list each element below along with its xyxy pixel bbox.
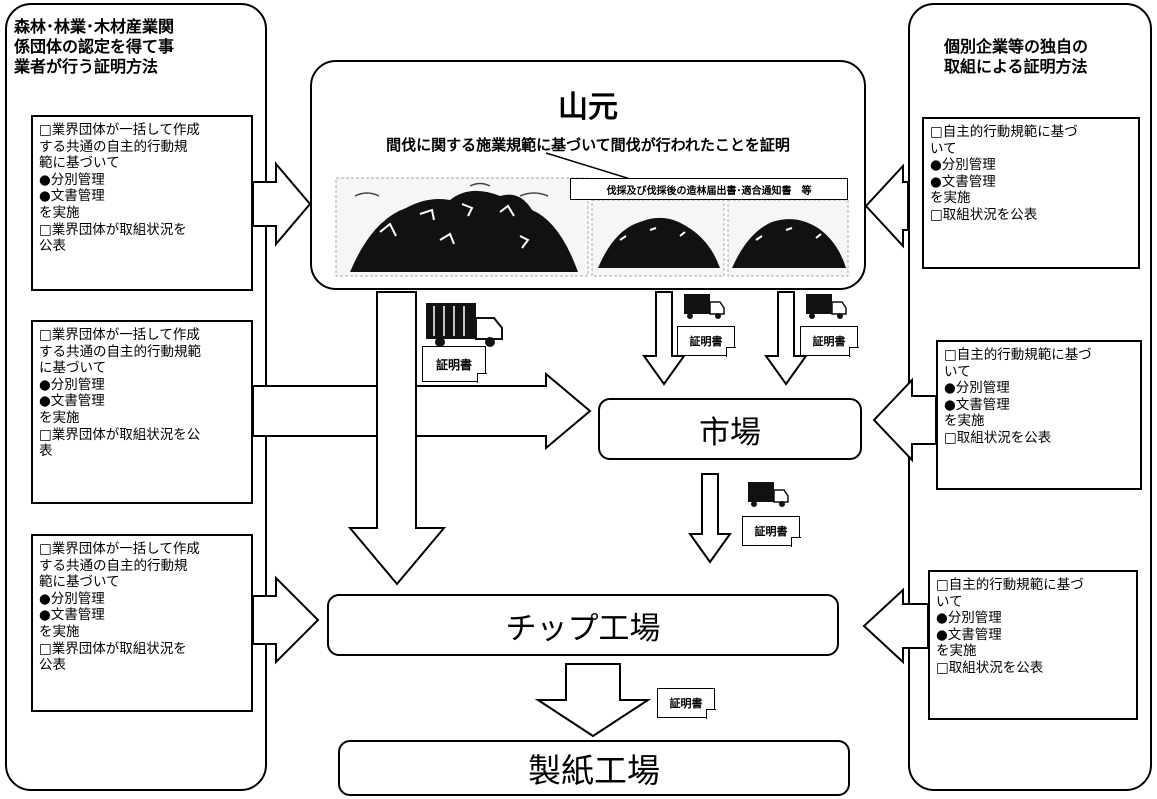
right-title-line: 取組による証明方法 <box>944 57 1088 76</box>
note-line: ●文書管理 <box>39 607 105 624</box>
note-line: 範に基づいて <box>39 155 120 172</box>
forest-highlights-middle <box>619 227 686 241</box>
note-line: □取組状況を公表 <box>944 429 1052 446</box>
note-line: ●分別管理 <box>39 590 105 607</box>
note-line: ●文書管理 <box>39 393 105 410</box>
arrow-yamamoto-to-market-1 <box>642 291 686 386</box>
right-panel-title: 個別企業等の独自の 取組による証明方法 <box>944 37 1088 77</box>
arrow-yamamoto-to-chip <box>347 291 447 586</box>
right-note-box-2: □自主的行動規範に基づ いて ●分別管理 ●文書管理 を実施 □取組状況を公表 <box>936 340 1142 490</box>
arrow-chip-to-paper <box>534 663 652 738</box>
paper-mill-box: 製紙工場 <box>338 740 850 796</box>
left-note-box-1: □業界団体が一括して作成 する共通の自主的行動規 範に基づいて ●分別管理 ●文… <box>31 115 253 291</box>
note-line: に基づいて <box>39 360 107 377</box>
arrow-market-to-chip <box>688 473 732 564</box>
chip-factory-label: チップ工場 <box>505 610 661 647</box>
note-line: □業界団体が取組状況を公 <box>39 426 201 443</box>
forest-hill-large <box>350 190 578 272</box>
note-line: ●分別管理 <box>936 610 1002 627</box>
note-line: いて <box>944 363 971 380</box>
cloud-lines <box>354 182 549 197</box>
truck-icon <box>426 303 503 347</box>
note-line: □業界団体が取組状況を <box>39 640 187 657</box>
left-title-line: 業者が行う証明方法 <box>14 57 159 76</box>
certificate-document: 証明書 <box>800 326 859 357</box>
note-line: 表 <box>39 443 53 460</box>
arrow-right-to-market <box>872 377 937 463</box>
certificate-label: 証明書 <box>689 335 723 348</box>
chip-factory-box: チップ工場 <box>327 594 839 656</box>
arrow-left-to-chip <box>252 575 320 665</box>
note-line: ●文書管理 <box>944 396 1010 413</box>
arrow-left-to-market <box>252 371 592 451</box>
note-line: いて <box>936 593 963 610</box>
note-line: する共通の自主的行動規範 <box>39 343 201 360</box>
arrow-right-to-chip <box>862 587 929 665</box>
yamamoto-subtitle: 間伐に関する施業規範に基づいて間伐が行われたことを証明 <box>386 136 790 154</box>
paper-mill-label: 製紙工場 <box>528 751 660 790</box>
yamamoto-title: 山元 <box>558 90 618 125</box>
arrow-left-to-yamamoto <box>252 161 312 247</box>
note-line: 範に基づいて <box>39 574 120 591</box>
yamamoto-callout: 伐採及び伐採後の造林届出書･適合通知書 等 <box>570 178 848 200</box>
left-title-line: 係団体の認定を得て事 <box>14 37 175 56</box>
note-line: を実施 <box>944 413 985 430</box>
certificate-document: 証明書 <box>422 346 487 383</box>
note-line: ●文書管理 <box>930 173 996 190</box>
left-note-box-3: □業界団体が一括して作成 する共通の自主的行動規 範に基づいて ●分別管理 ●文… <box>31 534 253 712</box>
certificate-label: 証明書 <box>754 525 788 538</box>
certificate-label: 証明書 <box>435 357 472 372</box>
note-line: □自主的行動規範に基づ <box>930 124 1078 140</box>
note-line: 公表 <box>39 657 66 674</box>
forest-highlights <box>379 203 530 249</box>
note-line: □業界団体が一括して作成 <box>39 327 200 343</box>
market-box: 市場 <box>598 398 862 460</box>
note-line: を実施 <box>39 409 80 426</box>
certificate-label: 証明書 <box>669 697 703 710</box>
certificate-document: 証明書 <box>657 688 716 719</box>
note-line: □自主的行動規範に基づ <box>936 577 1084 593</box>
note-line: 公表 <box>39 238 66 255</box>
note-line: を実施 <box>39 204 80 221</box>
note-line: □自主的行動規範に基づ <box>944 347 1092 363</box>
forest-hill-right <box>732 219 846 268</box>
note-line: いて <box>930 140 957 157</box>
note-line: を実施 <box>930 190 971 207</box>
note-line: □取組状況を公表 <box>936 659 1044 676</box>
truck-icon <box>748 482 789 507</box>
note-line: □業界団体が一括して作成 <box>39 541 200 557</box>
note-line: □業界団体が取組状況を <box>39 221 187 238</box>
note-line: □業界団体が一括して作成 <box>39 122 200 138</box>
note-line: ●文書管理 <box>936 626 1002 643</box>
left-title-line: 森林･林業･木材産業関 <box>14 17 175 36</box>
truck-icon <box>684 294 725 319</box>
certificate-document: 証明書 <box>742 516 801 547</box>
note-line: ●分別管理 <box>930 157 996 174</box>
certificate-document: 証明書 <box>677 326 736 357</box>
note-line: する共通の自主的行動規 <box>39 138 188 155</box>
note-line: ●分別管理 <box>944 380 1010 397</box>
note-line: ●文書管理 <box>39 188 105 205</box>
right-note-box-1: □自主的行動規範に基づ いて ●分別管理 ●文書管理 を実施 □取組状況を公表 <box>922 117 1140 269</box>
truck-icon <box>806 294 847 319</box>
left-panel-title: 森林･林業･木材産業関 係団体の認定を得て事 業者が行う証明方法 <box>14 17 174 77</box>
right-title-line: 個別企業等の独自の <box>944 37 1089 56</box>
arrow-right-to-yamamoto <box>864 163 909 249</box>
note-line: を実施 <box>936 643 977 660</box>
forest-hill-middle <box>598 217 720 268</box>
certificate-label: 証明書 <box>812 335 846 348</box>
arrow-yamamoto-to-market-2 <box>764 291 808 386</box>
note-line: を実施 <box>39 623 80 640</box>
market-label: 市場 <box>699 414 761 451</box>
note-line: □取組状況を公表 <box>930 206 1038 223</box>
forest-highlights-right <box>755 227 822 241</box>
note-line: ●分別管理 <box>39 376 105 393</box>
note-line: ●分別管理 <box>39 171 105 188</box>
note-line: する共通の自主的行動規 <box>39 557 188 574</box>
